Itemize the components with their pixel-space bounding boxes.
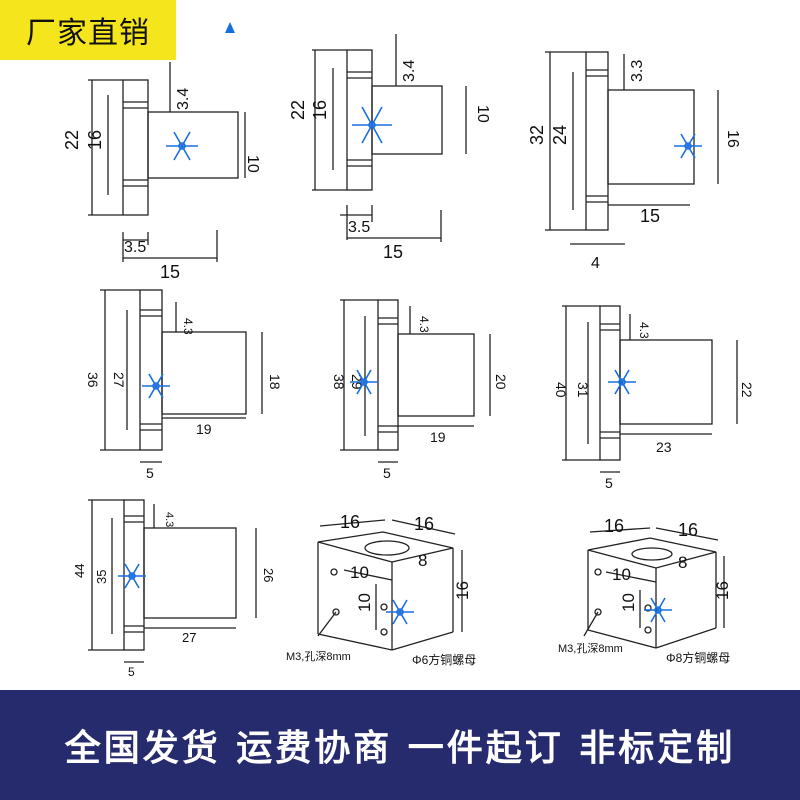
flange-outline [585,51,609,231]
snowflake-watermark-icon [142,373,170,399]
dim-label: 27 [111,372,127,388]
hole-note: M3,孔深8mm [286,650,351,663]
nut-caption: Φ6方铜螺母 [412,652,476,667]
nut-thread-hole [364,540,410,556]
flange-outline [139,289,163,451]
dim-label: 16 [713,581,732,600]
body-outline [143,527,237,619]
dim-label: 8 [678,553,687,572]
dim-label: 24 [550,125,570,145]
dim-label: 5 [383,465,391,481]
dim-label: 19 [196,421,212,437]
dim-label: 3.4 [175,88,192,110]
snowflake-watermark-icon [644,597,672,623]
part-drawing-1 [88,62,246,262]
dim-label: 18 [267,374,283,390]
snowflake-watermark-icon [350,369,378,395]
dim-label: 40 [553,382,569,398]
flange-outline [377,299,399,451]
dim-label: 10 [619,593,638,612]
body-outline [371,85,443,155]
dim-label: 5 [605,475,613,491]
nut-caption: Φ8方铜螺母 [666,650,730,665]
dim-label: 16 [724,130,741,148]
dim-label: 23 [656,439,672,455]
nut-top-face [587,537,717,569]
dim-label: 15 [640,206,660,226]
flange-outline [346,49,373,191]
dim-label: 3.5 [124,239,146,256]
dim-label: 10 [474,105,491,123]
part-drawing-2 [312,34,467,242]
dim-label: 3.4 [401,60,418,82]
dim-label: 38 [331,374,347,390]
dim-label: 20 [493,374,509,390]
dim-label: 4.3 [181,318,195,335]
badge-label: 厂家直销 [26,16,150,51]
dim-label: 16 [678,520,698,540]
technical-drawing: 22 16 3.4 10 3.5 15 22 16 3.4 10 3.5 15 … [62,22,755,679]
dim-label: 4.3 [163,512,175,527]
square-nut-drawing-1 [317,519,463,651]
dim-label: 15 [160,262,180,282]
dim-label: 27 [182,630,196,645]
dim-label: 16 [604,516,624,536]
dim-label: 31 [575,382,591,398]
body-outline [397,333,475,417]
dim-label: 35 [94,570,109,584]
dim-label: 4.3 [417,316,431,333]
snowflake-watermark-icon [352,106,392,144]
snowflake-watermark-icon [166,131,198,161]
dim-label: 10 [612,565,631,584]
dim-label: 22 [288,100,308,120]
dim-label: 15 [383,242,403,262]
dim-label: 16 [453,581,472,600]
part-drawing-5 [340,299,491,463]
snowflake-watermark-icon [386,599,414,625]
dim-label: 8 [418,551,427,570]
dim-label: 16 [340,512,360,532]
dim-label: 22 [739,382,755,398]
snowflake-watermark-icon [118,563,146,589]
dim-label: 32 [527,125,547,145]
flange-outline [599,305,621,461]
small-blue-mark-icon [225,22,235,33]
part-drawing-7 [88,499,257,663]
dim-label: 36 [85,372,101,388]
dim-label: 44 [72,564,87,578]
body-outline [607,89,695,185]
dim-label: 10 [244,155,261,173]
nut-top-face [317,531,454,563]
dim-label: 3.5 [348,219,370,236]
dim-label: 26 [261,568,276,582]
square-nut-drawing-2 [583,527,725,649]
hole-note: M3,孔深8mm [558,642,623,655]
nut-thread-hole [631,547,673,561]
footer-banner: 全国发货 运费协商 一件起订 非标定制 [0,690,800,800]
snowflake-watermark-icon [674,133,702,159]
dim-label: 10 [355,593,374,612]
factory-direct-badge: 厂家直销 [0,0,176,60]
body-outline [147,111,239,179]
body-outline [161,331,247,415]
dim-label: 22 [62,130,82,150]
dim-label: 4.3 [637,322,651,339]
flange-outline [122,79,149,216]
snowflake-watermark-icon [608,369,636,395]
dim-label: 19 [430,429,446,445]
dim-label: 16 [310,100,330,120]
dim-label: 5 [128,665,135,679]
dim-label: 10 [350,563,369,582]
footer-slogan: 全国发货 运费协商 一件起订 非标定制 [64,727,736,769]
part-drawing-4 [100,289,263,463]
dim-label: 16 [85,130,105,150]
dim-label: 4 [591,255,600,272]
part-drawing-3 [545,51,719,245]
dim-label: 5 [146,465,154,481]
dim-label: 3.3 [629,60,646,82]
dim-label: 16 [414,514,434,534]
